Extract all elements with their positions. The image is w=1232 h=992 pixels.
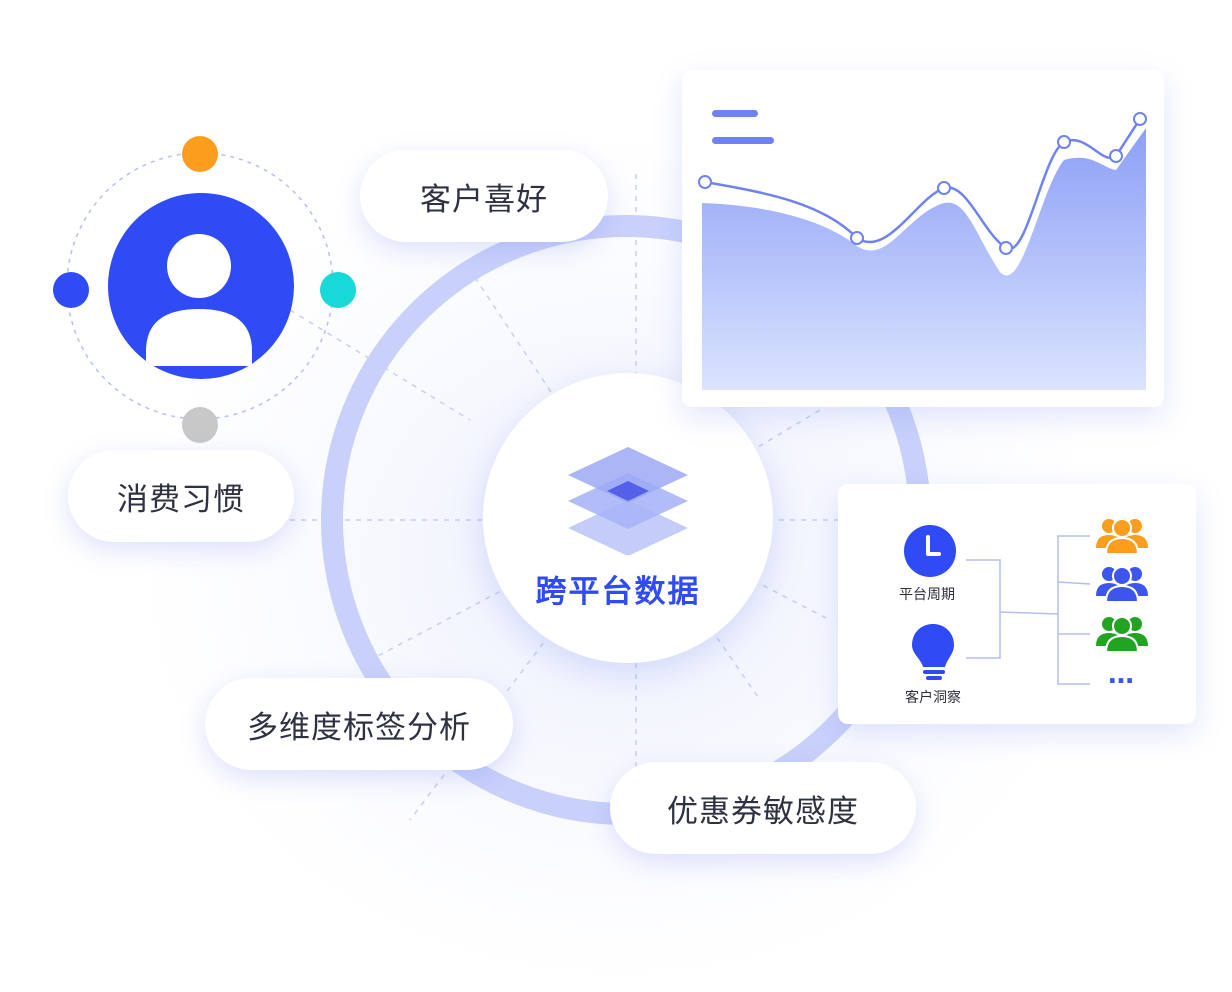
- tag-coupon-sensitivity-label: 优惠券敏感度: [667, 793, 859, 830]
- insight-connectors: [966, 535, 1091, 685]
- chart-point: [1109, 149, 1123, 163]
- trend-chart-card: [682, 70, 1164, 407]
- more-ellipsis: …: [1108, 660, 1136, 690]
- chart-point: [1057, 135, 1071, 149]
- insight-card: 平台周期 客户洞察: [838, 484, 1196, 724]
- user-avatar-icon: [108, 193, 294, 379]
- group-green-icon: [1096, 616, 1148, 653]
- orbit-dot-gray: [182, 407, 218, 443]
- group-orange-icon: [1096, 518, 1148, 555]
- spoke-line: [409, 519, 637, 821]
- customer-insight-label: 客户洞察: [905, 690, 961, 706]
- platform-cycle-label: 平台周期: [899, 587, 955, 603]
- legend-bar: [712, 137, 774, 144]
- group-blue-icon: [1096, 566, 1148, 603]
- tag-coupon-sensitivity: 优惠券敏感度: [610, 762, 916, 854]
- spoke-line: [289, 309, 471, 421]
- tag-multi-dimension-analysis: 多维度标签分析: [205, 678, 513, 770]
- center-title: 跨平台数据: [535, 574, 701, 610]
- orbit-dot-blue: [53, 272, 89, 308]
- chart-point: [1133, 112, 1147, 126]
- legend-bar: [712, 110, 758, 117]
- trend-chart: [698, 112, 1147, 390]
- chart-point: [999, 241, 1013, 255]
- tag-consumption-habit: 消费习惯: [68, 450, 294, 542]
- tag-consumption-habit-label: 消费习惯: [117, 481, 245, 518]
- chart-point: [698, 175, 712, 189]
- orbit-dot-cyan: [320, 272, 356, 308]
- chart-point: [937, 181, 951, 195]
- chart-area: [702, 128, 1146, 390]
- tag-multi-dimension-analysis-label: 多维度标签分析: [247, 709, 471, 746]
- clock-icon: [904, 525, 956, 577]
- chart-point: [850, 231, 864, 245]
- orbit-dot-orange: [182, 136, 218, 172]
- tag-customer-preference: 客户喜好: [360, 150, 608, 242]
- lightbulb-icon: [912, 624, 954, 680]
- tag-customer-preference-label: 客户喜好: [420, 181, 548, 218]
- layers-icon: [568, 447, 688, 555]
